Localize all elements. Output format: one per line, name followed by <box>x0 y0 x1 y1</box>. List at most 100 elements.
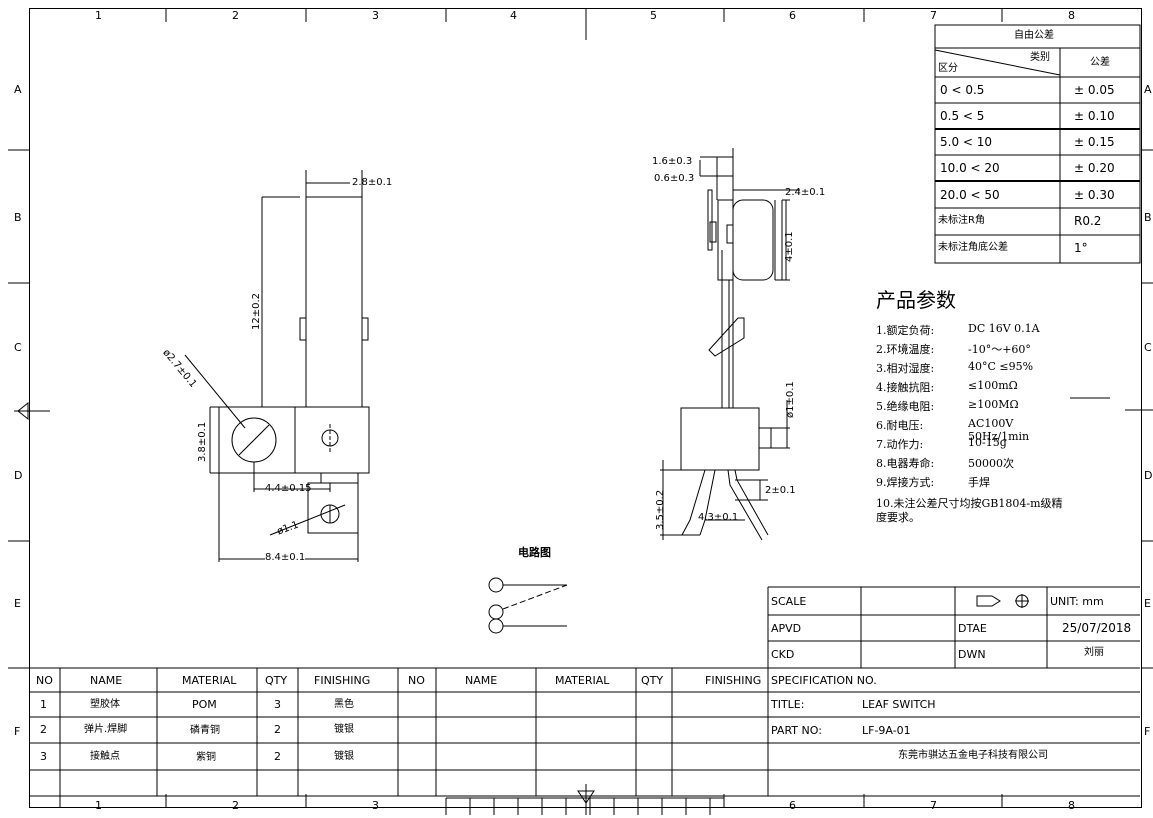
part-label: PART NO: <box>771 724 822 737</box>
param-value: ≥100MΩ <box>968 398 1019 411</box>
bom-row-2-material: 磷青铜 <box>190 725 220 736</box>
bom-header-qty-2: QTY <box>641 674 664 687</box>
zone-col-8-bottom: 8 <box>1068 799 1075 812</box>
dim-height: 3.8±0.1 <box>197 421 208 462</box>
tolerance-range-1: 0 < 0.5 <box>940 83 985 97</box>
circuit-diagram <box>488 577 568 634</box>
part-value: LF-9A-01 <box>862 724 911 737</box>
circuit-label: 电路图 <box>518 546 551 559</box>
date-value: 25/07/2018 <box>1062 621 1132 635</box>
bom-header-finishing-2: FINISHING <box>705 674 762 687</box>
zone-row-d: D <box>14 469 23 482</box>
dim-side-4: 4±0.1 <box>784 231 795 262</box>
zone-col-7: 7 <box>930 9 937 22</box>
bom-row-1-qty: 3 <box>274 698 281 711</box>
zone-col-3-bottom: 3 <box>372 799 379 812</box>
tolerance-value-header: 公差 <box>1090 57 1110 68</box>
bom-header-finishing: FINISHING <box>314 674 371 687</box>
tolerance-range-header: 区分 <box>938 63 958 74</box>
param-value: ≤100mΩ <box>968 379 1018 392</box>
tolerance-angle-value: 1° <box>1074 241 1088 255</box>
dim-side-7: 2±0.1 <box>765 485 796 496</box>
bom-header-name-2: NAME <box>465 674 498 687</box>
zone-col-7-bottom: 7 <box>930 799 937 812</box>
company-name: 东莞市骐达五金电子科技有限公司 <box>898 750 1048 761</box>
bom-row-1-name: 塑胶体 <box>90 699 120 710</box>
bom-header-material: MATERIAL <box>182 674 237 687</box>
param-item: 6.耐电压: AC100V 50Hz/1min <box>876 417 1063 443</box>
title-label: TITLE: <box>771 698 805 711</box>
param-label: 5.绝缘电阻: <box>876 400 935 413</box>
tolerance-table-grid <box>934 24 1141 264</box>
drawer-name: 刘丽 <box>1084 647 1104 658</box>
param-label: 8.电器寿命: <box>876 457 935 470</box>
zone-col-1: 1 <box>95 9 102 22</box>
param-value: 手焊 <box>968 476 990 489</box>
zone-col-5: 5 <box>650 9 657 22</box>
param-item: 9.焊接方式: 手焊 <box>876 474 1063 493</box>
params-title: 产品参数 <box>876 288 956 312</box>
param-label: 4.接触抗阻: <box>876 381 935 394</box>
bom-row-3-qty: 2 <box>274 750 281 763</box>
param-value: 10-15g <box>968 436 1007 449</box>
zone-row-e: E <box>14 597 21 610</box>
params-list: 1.额定负荷: DC 16V 0.1A 2.环境温度: -10°～+60° 3.… <box>876 322 1063 524</box>
zone-row-c-right: C <box>1144 341 1152 354</box>
zone-row-d-right: D <box>1144 469 1153 482</box>
bom-row-3-material: 紫铜 <box>196 752 216 763</box>
tolerance-r-value: R0.2 <box>1074 214 1102 228</box>
dim-side-2: 0.6±0.3 <box>654 173 695 184</box>
param-item: 7.动作力: 10-15g <box>876 436 1063 455</box>
spec-label: SPECIFICATION NO. <box>771 674 877 687</box>
centering-mark-left <box>14 401 50 421</box>
zone-row-c: C <box>14 341 22 354</box>
bottom-ruler <box>445 784 724 815</box>
param-label: 7.动作力: <box>876 438 924 451</box>
zone-col-8: 8 <box>1068 9 1075 22</box>
zone-col-6-bottom: 6 <box>789 799 796 812</box>
bom-header-material-2: MATERIAL <box>555 674 610 687</box>
dim-offset: 4.4±0.15 <box>265 483 312 494</box>
tolerance-value-3: ± 0.15 <box>1074 135 1115 149</box>
dim-length: 12±0.2 <box>251 292 262 330</box>
zone-col-6: 6 <box>789 9 796 22</box>
param-item: 8.电器寿命: 50000次 <box>876 455 1063 474</box>
tolerance-angle-label: 未标注角底公差 <box>938 242 1008 253</box>
tolerance-category-header: 类别 <box>1030 52 1050 63</box>
tolerance-r-label: 未标注R角 <box>938 215 985 226</box>
param-label: 1.额定负荷: <box>876 324 935 337</box>
bom-header-no: NO <box>36 674 53 687</box>
dim-width-top: 2.8±0.1 <box>352 177 393 188</box>
bom-row-2-name: 弹片.焊脚 <box>84 724 128 735</box>
unit-label: UNIT: mm <box>1050 595 1104 608</box>
zone-col-2: 2 <box>232 9 239 22</box>
bom-row-3-finishing: 镀银 <box>334 751 354 762</box>
tolerance-range-5: 20.0 < 50 <box>940 188 1000 202</box>
dim-side-1: 1.6±0.3 <box>652 156 693 167</box>
param-label: 3.相对湿度: <box>876 362 935 375</box>
front-view <box>184 170 370 562</box>
param-value: 40°C ≤95% <box>968 360 1034 373</box>
zone-row-e-right: E <box>1144 597 1151 610</box>
zone-col-3: 3 <box>372 9 379 22</box>
zone-row-a: A <box>14 83 22 96</box>
param-label: 9.焊接方式: <box>876 476 935 489</box>
bom-row-2-finishing: 镀银 <box>334 724 354 735</box>
dim-side-3: 2.4±0.1 <box>785 187 826 198</box>
zone-row-b: B <box>14 211 22 224</box>
title-value: LEAF SWITCH <box>862 698 936 711</box>
title-block-grid <box>767 586 1140 796</box>
param-value: -10°～+60° <box>968 343 1031 356</box>
tolerance-range-4: 10.0 < 20 <box>940 161 1000 175</box>
bom-header-qty: QTY <box>265 674 288 687</box>
dim-total-width: 8.4±0.1 <box>265 552 306 563</box>
zone-col-1-bottom: 1 <box>95 799 102 812</box>
tolerance-value-4: ± 0.20 <box>1074 161 1115 175</box>
bom-row-3-no: 3 <box>40 750 47 763</box>
zone-row-b-right: B <box>1144 211 1152 224</box>
bom-row-1-no: 1 <box>40 698 47 711</box>
zone-row-a-right: A <box>1144 83 1152 96</box>
param-item: 5.绝缘电阻: ≥100MΩ <box>876 398 1063 417</box>
tolerance-title: 自由公差 <box>1014 30 1054 41</box>
